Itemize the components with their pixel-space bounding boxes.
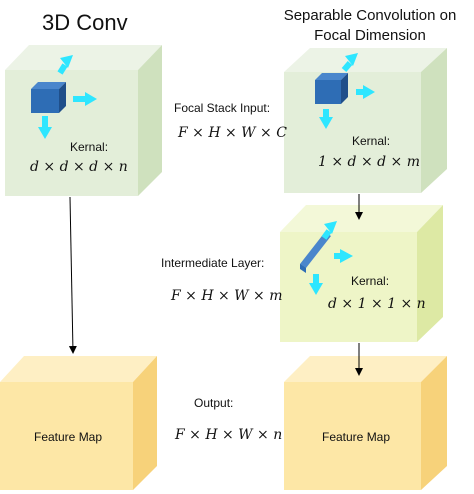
left-title: 3D Conv [42,10,128,35]
right-feature-map-cube [284,356,447,490]
input-label: Focal Stack Input: [174,101,271,115]
left-feature-map-cube [0,356,157,490]
right-intermediate-cyan-arrows-icon [309,221,353,295]
left-flow-arrow [68,196,77,354]
left-kernel-label: Kernal: [70,140,109,154]
output-label: Output: [194,396,234,410]
output-formula: F × H × W × n [175,427,283,443]
right-title: Separable Convolution on Focal Dimension [270,6,470,46]
right-mid-kernel-label: Kernal: [351,274,390,288]
right-top-cyan-arrows-icon [319,53,375,129]
right-top-kernel-formula: 1 × d × d × m [318,154,420,170]
right-intermediate-kernel-bar-icon [300,232,331,273]
right-top-kernel-label: Kernal: [352,134,391,148]
right-feature-map-label: Feature Map [322,430,391,444]
right-title-line-2: Focal Dimension [314,27,426,44]
left-conv-cube [5,45,162,196]
left-cyan-arrows-icon [38,55,97,139]
right-top-conv-cube [284,48,447,193]
intermediate-label: Intermediate Layer: [161,256,265,270]
left-kernel-cube-icon [31,82,66,113]
input-formula: F × H × W × C [178,125,287,141]
intermediate-formula: F × H × W × m [171,288,283,304]
left-kernel-formula: d × d × d × n [30,159,128,175]
left-feature-map-label: Feature Map [34,430,103,444]
right-top-kernel-cube-icon [315,73,348,104]
right-mid-kernel-formula: d × 1 × 1 × n [328,296,426,312]
right-title-line-1: Separable Convolution on [283,7,457,24]
right-intermediate-cube [280,205,443,342]
